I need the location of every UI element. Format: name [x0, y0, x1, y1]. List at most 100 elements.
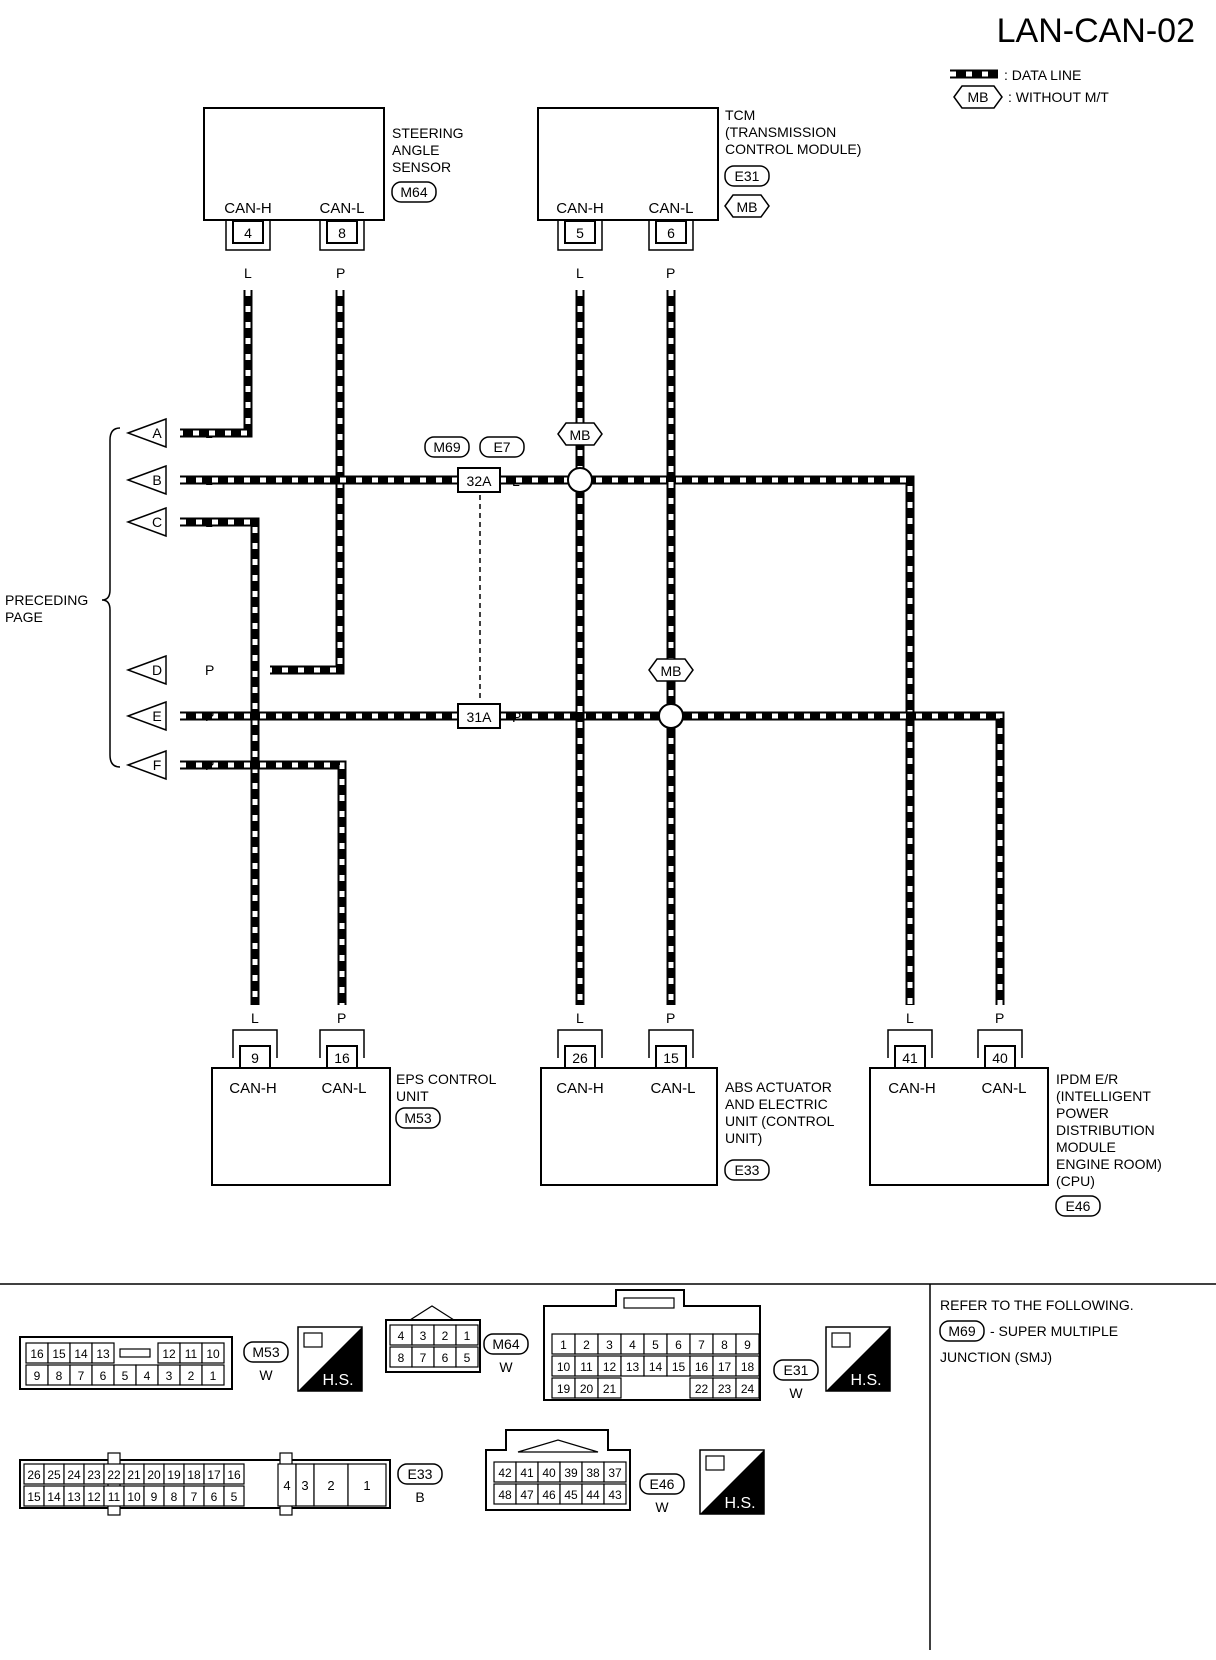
svg-text:E46: E46 — [650, 1476, 675, 1492]
mb-tag-can-l: MB — [648, 658, 694, 682]
svg-text:ANGLE: ANGLE — [392, 142, 439, 158]
svg-text:18: 18 — [741, 1360, 755, 1374]
svg-text:23: 23 — [87, 1468, 101, 1482]
svg-text:13: 13 — [96, 1347, 110, 1361]
svg-text:4: 4 — [244, 225, 252, 241]
svg-text:15: 15 — [27, 1490, 41, 1504]
abs-actuator-unit: L P 26 15 CAN-H CAN-L ABS ACTUATOR AND E… — [540, 1010, 835, 1186]
svg-text:M64: M64 — [492, 1336, 519, 1352]
svg-text:32A: 32A — [467, 473, 493, 489]
svg-text:17: 17 — [207, 1468, 221, 1482]
svg-text:E46: E46 — [1066, 1198, 1091, 1214]
svg-text:W: W — [259, 1367, 273, 1383]
svg-text:9: 9 — [34, 1369, 41, 1383]
mb-tag-can-h: MB — [557, 422, 603, 446]
svg-text:E33: E33 — [735, 1162, 760, 1178]
svg-text:L: L — [576, 265, 584, 281]
junction-connector-m69: M69 — [424, 436, 470, 458]
svg-text:10: 10 — [206, 1347, 220, 1361]
svg-text:CAN-H: CAN-H — [556, 1080, 604, 1097]
data-lines — [180, 290, 1005, 1005]
svg-text:P: P — [205, 662, 214, 678]
svg-text:5: 5 — [122, 1369, 129, 1383]
svg-text:H.S.: H.S. — [724, 1495, 755, 1512]
svg-text:20: 20 — [147, 1468, 161, 1482]
legend-data-line: : DATA LINE — [1004, 67, 1081, 83]
connector-arrow-c: C L — [125, 506, 213, 538]
svg-text:L: L — [244, 265, 252, 281]
svg-text:47: 47 — [520, 1488, 534, 1502]
svg-text:L: L — [205, 425, 213, 441]
svg-text:CAN-L: CAN-L — [650, 1080, 695, 1097]
svg-text:B: B — [415, 1489, 424, 1505]
svg-text:M53: M53 — [252, 1344, 279, 1360]
svg-text:3: 3 — [420, 1329, 427, 1343]
svg-text:40: 40 — [992, 1050, 1008, 1066]
legend: : DATA LINE MB : WITHOUT M/T — [950, 67, 1109, 109]
svg-text:8: 8 — [721, 1338, 728, 1352]
svg-text:POWER: POWER — [1056, 1105, 1109, 1121]
svg-text:3: 3 — [606, 1338, 613, 1352]
svg-text:26: 26 — [572, 1050, 588, 1066]
ipdm-er: L P 41 40 CAN-H CAN-L IPDM E/R (INTELLIG… — [869, 1010, 1162, 1217]
svg-text:M69: M69 — [433, 439, 460, 455]
svg-text:P: P — [205, 708, 214, 724]
mb-hexagon-icon — [953, 85, 1003, 109]
svg-text:M64: M64 — [400, 184, 427, 200]
svg-text:16: 16 — [227, 1468, 241, 1482]
svg-text:21: 21 — [603, 1382, 617, 1396]
svg-text:E7: E7 — [493, 439, 510, 455]
svg-text:31A: 31A — [467, 709, 493, 725]
svg-text:8: 8 — [56, 1369, 63, 1383]
svg-text:15: 15 — [52, 1347, 66, 1361]
junction-connector-e7: E7 — [479, 436, 525, 458]
svg-text:4: 4 — [398, 1329, 405, 1343]
svg-text:M53: M53 — [404, 1110, 431, 1126]
svg-text:9: 9 — [251, 1050, 259, 1066]
svg-text:38: 38 — [586, 1466, 600, 1480]
svg-text:REFER TO THE FOLLOWING.: REFER TO THE FOLLOWING. — [940, 1297, 1134, 1313]
svg-text:P: P — [205, 757, 214, 773]
svg-text:21: 21 — [127, 1468, 141, 1482]
svg-text:F: F — [153, 757, 162, 773]
svg-text:1: 1 — [363, 1478, 370, 1493]
svg-text:13: 13 — [67, 1490, 81, 1504]
svg-text:TCM: TCM — [725, 107, 755, 123]
svg-text:E33: E33 — [408, 1466, 433, 1482]
legend-mb-text: : WITHOUT M/T — [1008, 89, 1109, 105]
svg-text:P: P — [666, 1010, 675, 1026]
connector-arrow-d: D P — [125, 654, 214, 686]
svg-text:23: 23 — [718, 1382, 732, 1396]
svg-text:41: 41 — [520, 1466, 534, 1480]
svg-text:15: 15 — [663, 1050, 679, 1066]
junction-pin-31a: 31A — [457, 703, 501, 729]
svg-text:(INTELLIGENT: (INTELLIGENT — [1056, 1088, 1151, 1104]
svg-text:(CPU): (CPU) — [1056, 1173, 1095, 1189]
svg-text:B: B — [152, 472, 161, 488]
svg-text:ABS ACTUATOR: ABS ACTUATOR — [725, 1079, 832, 1095]
svg-text:19: 19 — [167, 1468, 181, 1482]
svg-text:- SUPER MULTIPLE: - SUPER MULTIPLE — [990, 1323, 1118, 1339]
svg-text:CAN-H: CAN-H — [229, 1080, 277, 1097]
svg-text:37: 37 — [608, 1466, 622, 1480]
svg-text:10: 10 — [127, 1490, 141, 1504]
svg-text:W: W — [655, 1499, 669, 1515]
svg-text:4: 4 — [629, 1338, 636, 1352]
svg-text:L: L — [906, 1010, 914, 1026]
svg-text:39: 39 — [564, 1466, 578, 1480]
svg-text:L: L — [205, 472, 213, 488]
svg-text:1: 1 — [210, 1369, 217, 1383]
svg-text:2: 2 — [188, 1369, 195, 1383]
svg-text:AND ELECTRIC: AND ELECTRIC — [725, 1096, 828, 1112]
svg-text:43: 43 — [608, 1488, 622, 1502]
harness-side-icon: H.S. — [699, 1449, 765, 1515]
svg-text:11: 11 — [185, 1347, 198, 1361]
svg-text:CAN-H: CAN-H — [888, 1080, 936, 1097]
svg-text:SENSOR: SENSOR — [392, 159, 451, 175]
svg-text:MB: MB — [661, 663, 682, 679]
svg-text:L: L — [251, 1010, 259, 1026]
svg-text:2: 2 — [583, 1338, 590, 1352]
